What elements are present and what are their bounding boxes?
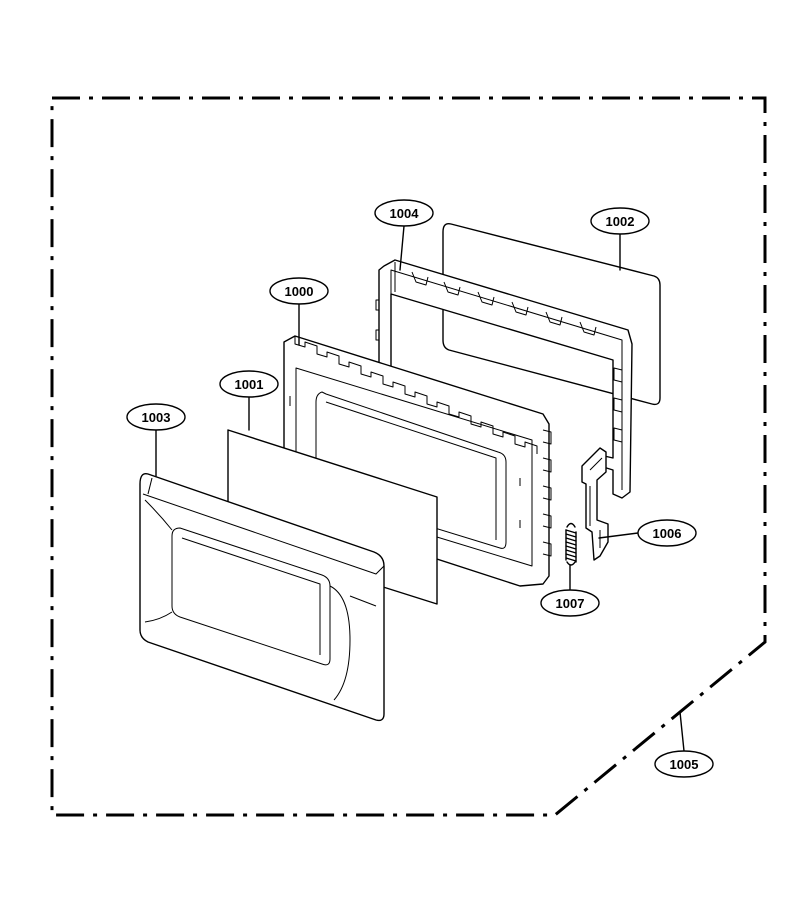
callout-1005-label: 1005 bbox=[670, 757, 699, 772]
assembly-boundary-outline bbox=[50, 96, 767, 817]
part-1006-latch-hook bbox=[581, 447, 609, 561]
callout-1003: 1003 bbox=[126, 403, 186, 431]
leader-lines bbox=[155, 225, 685, 752]
part-1007-spring bbox=[565, 522, 577, 566]
callout-1004-label: 1004 bbox=[390, 206, 420, 221]
callout-1005: 1005 bbox=[654, 750, 714, 778]
leader-1005 bbox=[679, 711, 685, 752]
callout-1006: 1006 bbox=[637, 519, 697, 547]
callout-1000: 1000 bbox=[269, 277, 329, 305]
part-1003-door-front bbox=[139, 473, 385, 722]
callout-1004: 1004 bbox=[374, 199, 434, 227]
callout-1002-label: 1002 bbox=[606, 214, 635, 229]
leader-1006 bbox=[598, 532, 639, 539]
callout-1007-label: 1007 bbox=[556, 596, 585, 611]
callout-1007: 1007 bbox=[540, 589, 600, 617]
callout-1001-label: 1001 bbox=[235, 377, 264, 392]
callout-1001: 1001 bbox=[219, 370, 279, 398]
callout-1003-label: 1003 bbox=[142, 410, 171, 425]
callout-1000-label: 1000 bbox=[285, 284, 314, 299]
leader-1004 bbox=[399, 225, 405, 271]
callout-1002: 1002 bbox=[590, 207, 650, 235]
callout-1006-label: 1006 bbox=[653, 526, 682, 541]
